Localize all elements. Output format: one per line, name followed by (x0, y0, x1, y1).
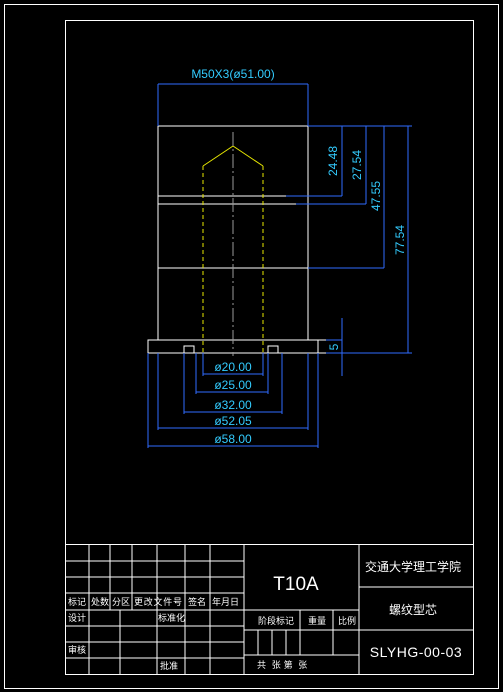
institution-name: 交通大学理工学院 (365, 559, 461, 574)
label-count: 处数 (91, 596, 109, 608)
label-signature: 签名 (188, 596, 206, 608)
label-change-doc: 更改文件号 (134, 596, 182, 608)
label-design: 设计 (68, 612, 86, 624)
dim-height-5: 5 (327, 343, 341, 350)
dim-height-1: 24.48 (326, 146, 340, 176)
drawing-number: SLYHG-00-03 (370, 644, 462, 660)
dim-height-4: 77.54 (393, 225, 407, 255)
label-date: 年月日 (212, 596, 239, 608)
label-review: 审核 (68, 644, 86, 656)
dimension-lines (147, 83, 412, 448)
dim-height-3: 47.55 (369, 181, 383, 211)
dim-diameter-1: ø20.00 (214, 360, 252, 374)
part-outline (147, 125, 326, 354)
label-mark: 标记 (68, 596, 86, 608)
label-zone: 分区 (112, 597, 130, 608)
dim-diameter-3: ø32.00 (214, 398, 252, 412)
title-block (65, 544, 474, 675)
part-name: 螺纹型芯 (389, 603, 437, 617)
part-code: T10A (273, 574, 319, 595)
label-weight: 重量 (308, 615, 326, 627)
dim-height-2: 27.54 (350, 150, 364, 180)
dim-diameter-4: ø52.05 (214, 414, 252, 428)
dim-thread: M50X3(ø51.00) (191, 67, 274, 81)
label-approve: 批准 (160, 660, 178, 672)
label-stage-mark: 阶段标记 (258, 615, 294, 627)
label-standardization: 标准化 (158, 612, 185, 624)
hidden-lines (202, 145, 264, 352)
label-sheet-info: 共 张 第 张 (257, 659, 307, 671)
label-scale: 比例 (338, 615, 356, 627)
dim-diameter-5: ø58.00 (214, 432, 252, 446)
sheet-border (4, 4, 499, 689)
dim-diameter-2: ø25.00 (214, 378, 252, 392)
